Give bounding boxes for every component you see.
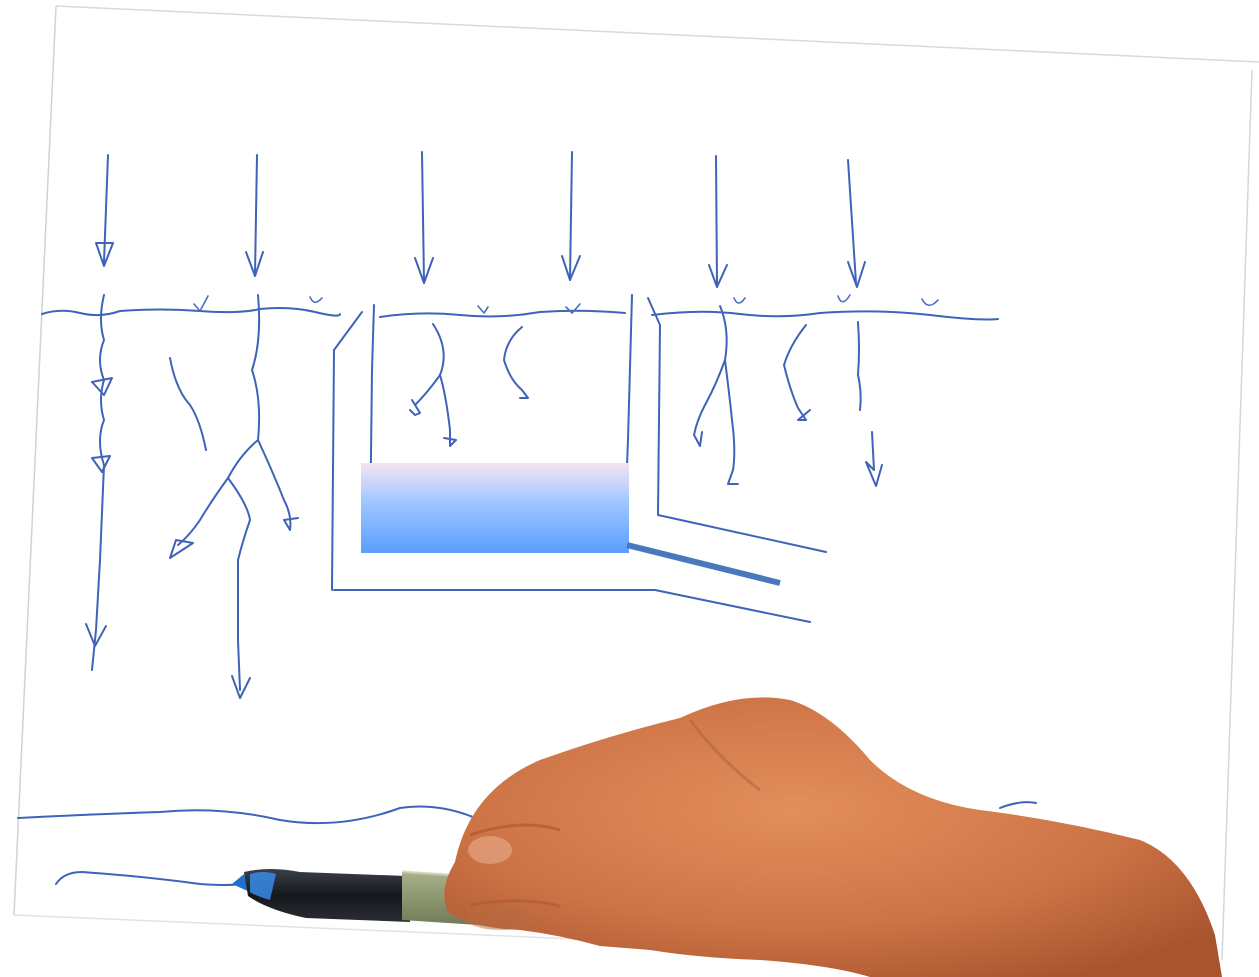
gradient-overlay-box bbox=[361, 463, 629, 553]
